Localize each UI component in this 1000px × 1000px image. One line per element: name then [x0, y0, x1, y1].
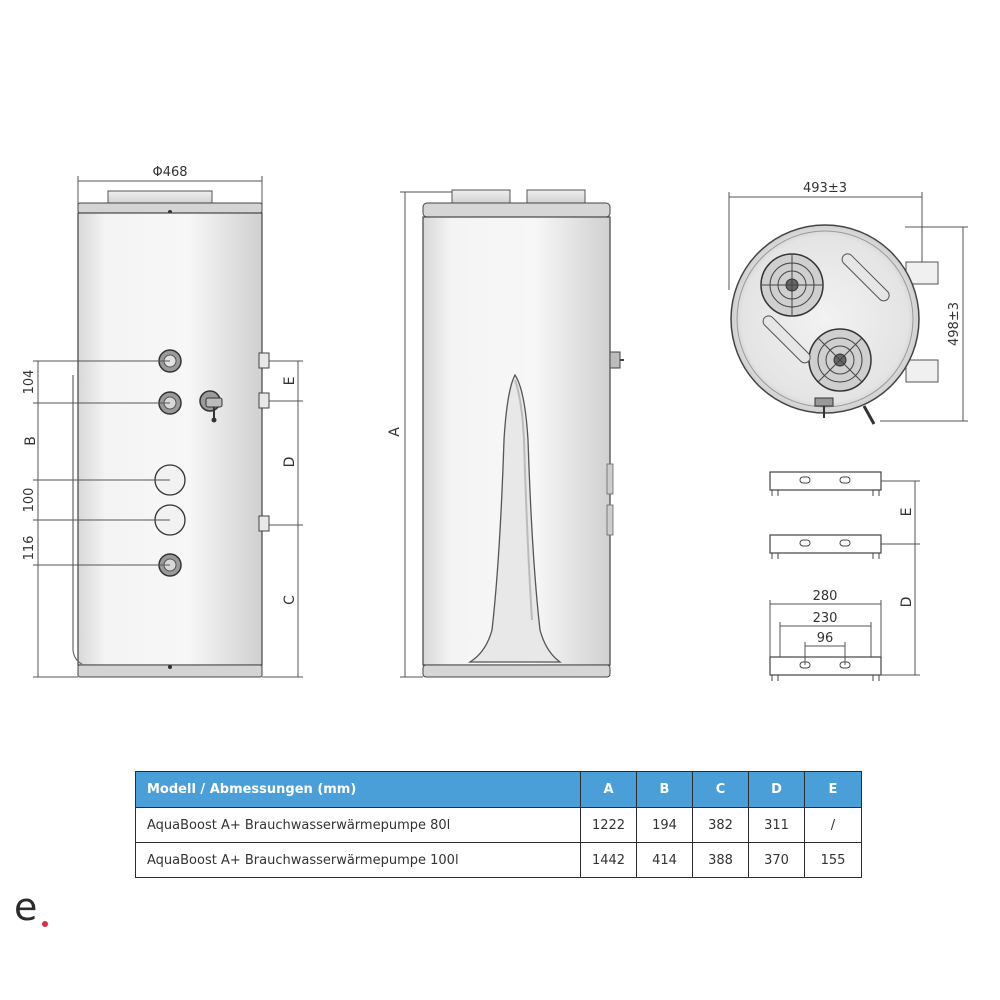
dim-a: A — [387, 427, 403, 437]
side-view: A — [387, 189, 624, 678]
dim-116: 116 — [22, 536, 37, 561]
top-depth-label: 498±3 — [947, 302, 962, 346]
table-row: AquaBoost A+ Brauchwasserwärmepumpe 80l … — [135, 807, 862, 843]
cell-c: 382 — [692, 807, 749, 843]
fan-grille-1 — [760, 253, 824, 317]
cell-a: 1222 — [580, 807, 637, 843]
cell-d: 311 — [748, 807, 805, 843]
header-a: A — [580, 771, 637, 808]
table-row: AquaBoost A+ Brauchwasserwärmepumpe 100l… — [135, 842, 862, 878]
bracket-width-96: 96 — [817, 631, 834, 646]
dim-100: 100 — [22, 488, 37, 513]
brand-logo: e — [14, 885, 38, 929]
header-d: D — [748, 771, 805, 808]
pipe-connection-1 — [158, 349, 182, 373]
dim-c: C — [282, 595, 298, 605]
cell-d: 370 — [748, 842, 805, 878]
cell-e: / — [804, 807, 862, 843]
dim-104: 104 — [22, 370, 37, 395]
dim-b: B — [23, 436, 39, 446]
cell-b: 194 — [636, 807, 693, 843]
diameter-label: Φ468 — [152, 165, 187, 180]
cell-e: 155 — [804, 842, 862, 878]
bracket-dim-d: D — [899, 597, 915, 608]
header-e: E — [804, 771, 862, 808]
header-b: B — [636, 771, 693, 808]
header-c: C — [692, 771, 749, 808]
valve-fitting — [199, 390, 223, 423]
dimensions-table: Modell / Abmessungen (mm) A B C D E Aqua… — [135, 771, 862, 878]
cell-c: 388 — [692, 842, 749, 878]
front-view: Φ468 — [22, 165, 303, 678]
bracket-width-230: 230 — [813, 611, 838, 626]
top-width-label: 493±3 — [803, 181, 847, 196]
cell-b: 414 — [636, 842, 693, 878]
dim-d: D — [282, 457, 298, 468]
header-model: Modell / Abmessungen (mm) — [135, 771, 581, 808]
fan-grille-2 — [808, 328, 872, 392]
brand-logo-dot — [42, 921, 48, 927]
bracket-dim-e: E — [899, 508, 915, 517]
cell-a: 1442 — [580, 842, 637, 878]
mounting-brackets: 280 230 96 E D — [769, 471, 920, 681]
top-view: 493±3 498±3 — [728, 181, 968, 425]
dim-e: E — [282, 377, 298, 386]
bracket-width-280: 280 — [813, 589, 838, 604]
table-header-row: Modell / Abmessungen (mm) A B C D E — [135, 771, 862, 808]
cell-model: AquaBoost A+ Brauchwasserwärmepumpe 100l — [135, 842, 581, 878]
cell-model: AquaBoost A+ Brauchwasserwärmepumpe 80l — [135, 807, 581, 843]
